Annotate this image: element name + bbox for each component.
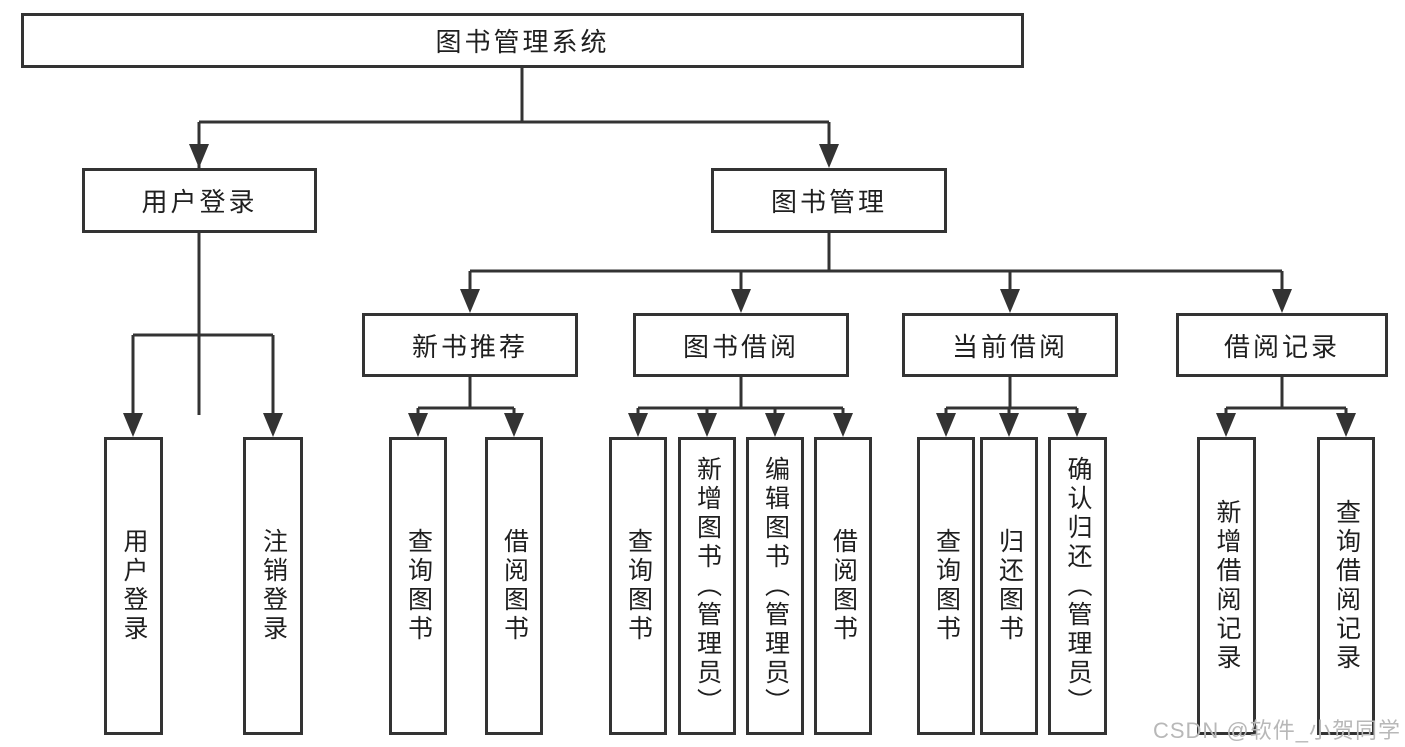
connector-mgmt-to-level3 [468, 233, 1284, 291]
node-user-login: 用户登录 [82, 168, 317, 233]
leaf-current-query-books: 查询图书 [917, 437, 975, 735]
connector-borrow-branch [636, 377, 845, 415]
node-new-book-recommend: 新书推荐 [362, 313, 578, 377]
node-root-system: 图书管理系统 [21, 13, 1024, 68]
node-book-management: 图书管理 [711, 168, 947, 233]
node-borrow-records: 借阅记录 [1176, 313, 1388, 377]
leaf-borrow-edit-books-admin: 编辑图书（管理员） [746, 437, 804, 735]
node-book-borrow: 图书借阅 [633, 313, 849, 377]
leaf-user-login: 用户登录 [104, 437, 163, 735]
arrowheads [123, 144, 1356, 437]
leaf-newbook-borrow-books: 借阅图书 [485, 437, 543, 735]
leaf-newbook-query-books: 查询图书 [389, 437, 447, 735]
node-current-borrow: 当前借阅 [902, 313, 1118, 377]
leaf-records-add-record: 新增借阅记录 [1197, 437, 1256, 735]
watermark: CSDN @软件_小贺同学 [1152, 718, 1401, 743]
leaf-borrow-query-books: 查询图书 [609, 437, 667, 735]
connector-root-to-level2 [197, 68, 831, 415]
connector-current-branch [944, 377, 1079, 415]
leaf-current-confirm-return-admin: 确认归还（管理员） [1048, 437, 1107, 735]
leaf-borrow-add-books-admin: 新增图书（管理员） [678, 437, 736, 735]
leaf-records-query-record: 查询借阅记录 [1317, 437, 1375, 735]
leaf-current-return-books: 归还图书 [980, 437, 1038, 735]
connector-login-branch [131, 122, 275, 415]
leaf-logout: 注销登录 [243, 437, 303, 735]
connector-newbook-branch [416, 377, 516, 415]
leaf-borrow-borrow-books: 借阅图书 [814, 437, 872, 735]
connector-records-branch [1224, 377, 1348, 415]
